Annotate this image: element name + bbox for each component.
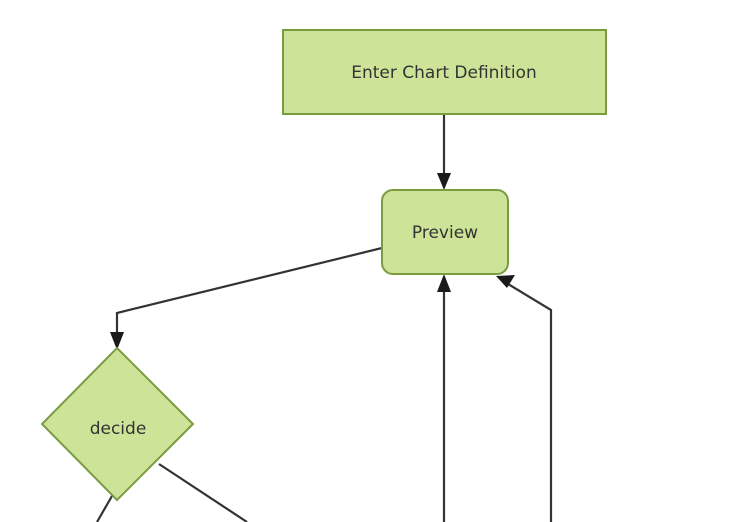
edges-layer	[96, 114, 553, 522]
edge-preview-to-decide-arrowhead	[110, 332, 124, 350]
edge-decide-out-right[interactable]	[158, 463, 248, 522]
node-enter-chart-definition[interactable]: Enter Chart Definition	[282, 29, 607, 115]
edge-return-right-to-preview[interactable]	[496, 275, 553, 522]
edge-preview-to-decide-line	[115, 246, 383, 337]
edge-enter-to-preview[interactable]	[437, 114, 451, 190]
node-preview-shape	[381, 189, 509, 275]
node-decide-shape	[40, 346, 195, 502]
edge-enter-to-preview-arrowhead	[437, 173, 451, 190]
node-preview[interactable]: Preview	[381, 189, 509, 275]
edge-return-right-to-preview-line	[507, 283, 553, 522]
edge-decide-out-bottom-line	[96, 495, 113, 522]
node-decide[interactable]: decide	[40, 346, 195, 502]
edge-return-center-to-preview[interactable]	[437, 274, 451, 522]
node-enter-chart-definition-shape	[282, 29, 607, 115]
edge-decide-out-bottom[interactable]	[96, 495, 113, 522]
edge-return-right-to-preview-arrowhead	[496, 275, 515, 288]
nodes-layer: Enter Chart Definition Preview decide	[40, 29, 607, 502]
edge-decide-out-right-line	[158, 463, 248, 522]
edge-return-center-to-preview-arrowhead	[437, 274, 451, 292]
edge-preview-to-decide[interactable]	[110, 246, 383, 350]
